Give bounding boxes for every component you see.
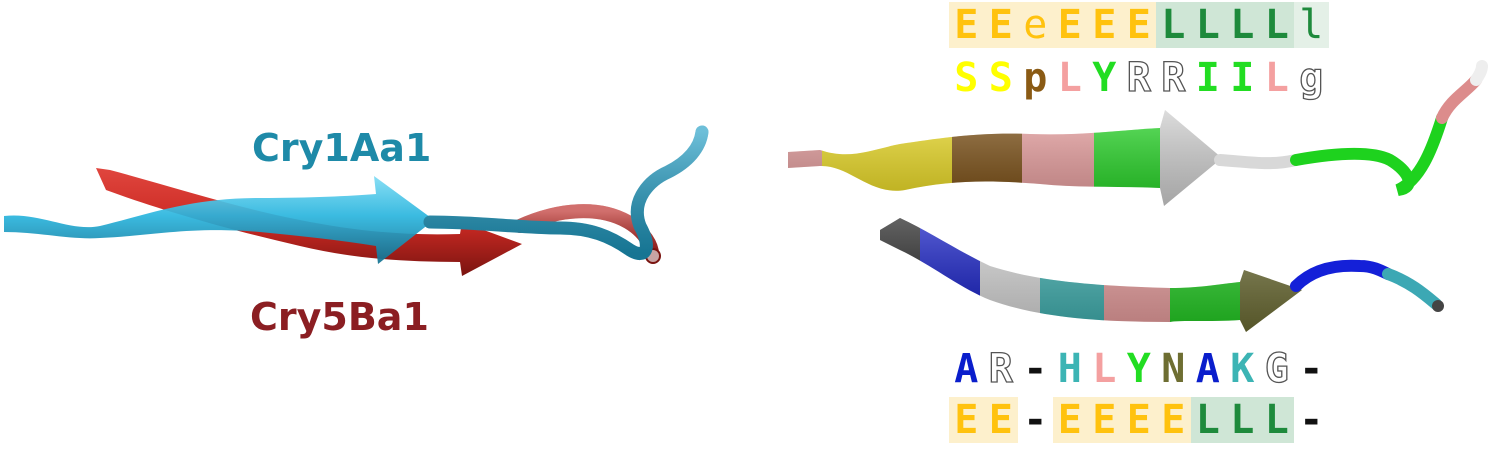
cry1aa1-ribbon: [4, 125, 709, 264]
ss-char: E: [1121, 2, 1156, 48]
ss-char: E: [1121, 397, 1156, 443]
ss-char: L: [1259, 2, 1294, 48]
aa-char: L: [1057, 55, 1082, 101]
aa-char: I: [1195, 55, 1220, 101]
aa-char: p: [1023, 55, 1048, 101]
ss-char: E: [1087, 2, 1122, 48]
ss-char: -: [1299, 397, 1324, 443]
ss-char: L: [1259, 397, 1294, 443]
ss-char: E: [1052, 2, 1087, 48]
ss-char: L: [1156, 2, 1191, 48]
aa-char: -: [1023, 346, 1048, 392]
aa-char: G: [1264, 345, 1289, 392]
aa-char: R: [988, 345, 1013, 392]
aa-char: S: [954, 55, 979, 101]
aa-char: R: [1126, 54, 1151, 101]
superposition-model: Cry1Aa1 Cry5Ba1: [4, 125, 709, 339]
aa-char: Y: [1126, 346, 1151, 392]
aa-char: K: [1230, 346, 1255, 392]
ss-char: L: [1225, 2, 1260, 48]
aa-char: I: [1230, 55, 1255, 101]
aa-char: A: [1195, 346, 1220, 392]
ss-char: E: [949, 2, 984, 48]
ss-char: E: [949, 397, 984, 443]
aa-char: L: [1092, 346, 1117, 392]
ss-char: E: [1052, 397, 1087, 443]
aa-char: S: [988, 55, 1013, 101]
ss-char: l: [1294, 2, 1329, 48]
ss-char: L: [1225, 397, 1260, 443]
ss-char: L: [1190, 397, 1225, 443]
aa-char: -: [1299, 346, 1324, 392]
bottom-colored-ribbon: [880, 218, 1444, 332]
cry1aa1-label: Cry1Aa1: [252, 126, 431, 170]
aa-char: R: [1161, 54, 1186, 101]
aa-char: A: [954, 346, 979, 392]
ss-char: E: [983, 2, 1018, 48]
aa-char: Y: [1092, 55, 1117, 101]
cry5ba1-label: Cry5Ba1: [250, 295, 429, 339]
ss-char: -: [1023, 397, 1048, 443]
ss-char: E: [1156, 397, 1191, 443]
aa-char: H: [1057, 346, 1082, 392]
ss-char: e: [1018, 2, 1053, 48]
ss-char: E: [1087, 397, 1122, 443]
aa-char: N: [1161, 346, 1186, 392]
aa-char: g: [1299, 54, 1324, 101]
ss-char: L: [1190, 2, 1225, 48]
ss-char: E: [983, 397, 1018, 443]
aa-char: L: [1264, 55, 1289, 101]
